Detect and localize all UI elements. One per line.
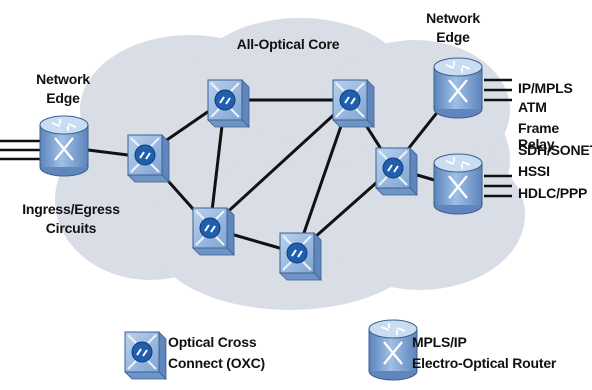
network-edge-left-label: Network Edge xyxy=(28,70,98,108)
router-right-edge-bottom xyxy=(433,153,483,215)
link-router-left-oxc1 xyxy=(87,148,129,157)
legend-oxc-line2: Connect (OXC) xyxy=(168,355,265,371)
legend-router-line1: MPLS/IP xyxy=(412,334,467,350)
protocol-frame-relay: Frame Relay xyxy=(518,120,560,152)
core-title: All-Optical Core xyxy=(236,36,340,52)
oxc-node-6 xyxy=(375,147,418,196)
oxc-node-3 xyxy=(192,207,235,256)
legend-oxc-label: Optical Cross Connect (OXC) xyxy=(168,332,265,374)
legend-router-label: MPLS/IP Electro-Optical Router xyxy=(412,332,556,374)
router-left-edge xyxy=(39,115,89,177)
ingress-egress-line1: Ingress/Egress xyxy=(22,201,120,217)
oxc-node-1 xyxy=(127,134,170,183)
network-edge-right-line2: Edge xyxy=(436,29,470,45)
protocol-lines xyxy=(484,78,512,198)
network-edge-left-line2: Edge xyxy=(46,90,80,106)
legend-oxc-icon xyxy=(124,331,167,380)
router-right-edge-top xyxy=(433,57,483,119)
protocol-hdlc-ppp: HDLC/PPP xyxy=(518,185,588,201)
network-edge-left-line1: Network xyxy=(36,71,90,87)
oxc-node-2 xyxy=(207,79,250,128)
network-edge-right-line1: Network xyxy=(426,10,480,26)
ingress-egress-line2: Circuits xyxy=(45,220,97,236)
protocol-sdh-sonet: SDH/SONET xyxy=(518,142,592,158)
legend-router-icon xyxy=(368,319,418,381)
ingress-lines xyxy=(0,139,42,161)
oxc-node-5 xyxy=(279,232,322,281)
link-oxc3-oxc4 xyxy=(208,98,352,230)
oxc-node-4 xyxy=(332,79,375,128)
ingress-egress-label: Ingress/Egress Circuits xyxy=(6,200,136,238)
protocol-ip-mpls: IP/MPLS xyxy=(518,80,573,96)
protocol-atm: ATM xyxy=(518,99,547,115)
protocol-hssi: HSSI xyxy=(518,163,550,179)
network-edge-right-label: Network Edge xyxy=(418,9,488,47)
legend-oxc-line1: Optical Cross xyxy=(168,334,257,350)
legend-router-line2: Electro-Optical Router xyxy=(412,355,557,371)
